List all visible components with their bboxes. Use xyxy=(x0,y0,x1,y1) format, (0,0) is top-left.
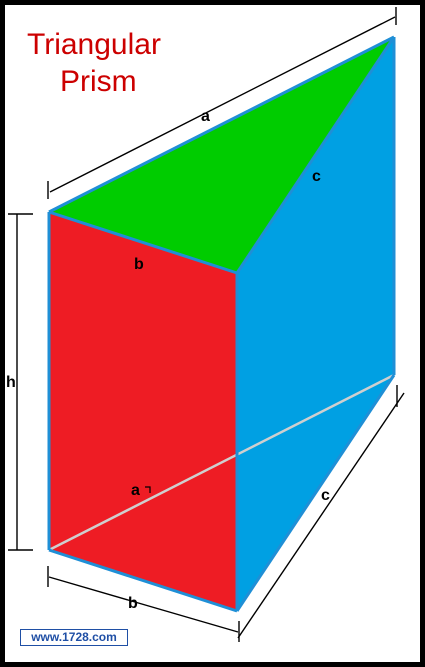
diagram-panel: a c b h a c b Triangular Prism www.1728.… xyxy=(5,5,420,662)
dimension-h xyxy=(8,213,33,551)
top-face xyxy=(49,37,394,273)
dimension-b-bottom xyxy=(47,566,240,642)
side-face xyxy=(237,37,394,611)
label-bottom-edge-b: b xyxy=(128,595,138,612)
label-front-edge-b: b xyxy=(134,256,144,273)
dimension-c-bottom xyxy=(237,385,405,639)
label-height-h: h xyxy=(6,374,16,391)
title-line-1: Triangular xyxy=(27,28,161,61)
hidden-base-edge xyxy=(48,373,395,552)
prism-edges xyxy=(47,35,396,613)
label-slant-edge-c: c xyxy=(312,168,321,185)
prism-diagram: a c b h a c b xyxy=(6,7,405,642)
front-face xyxy=(49,212,237,611)
dimension-a-top xyxy=(47,7,397,199)
website-link[interactable]: www.1728.com xyxy=(20,629,128,646)
right-angle-marker xyxy=(145,486,151,493)
label-top-edge-a: a xyxy=(201,108,210,125)
label-bottom-edge-c: c xyxy=(321,487,330,504)
title-line-2: Prism xyxy=(60,65,137,98)
label-base-a: a xyxy=(131,482,140,499)
